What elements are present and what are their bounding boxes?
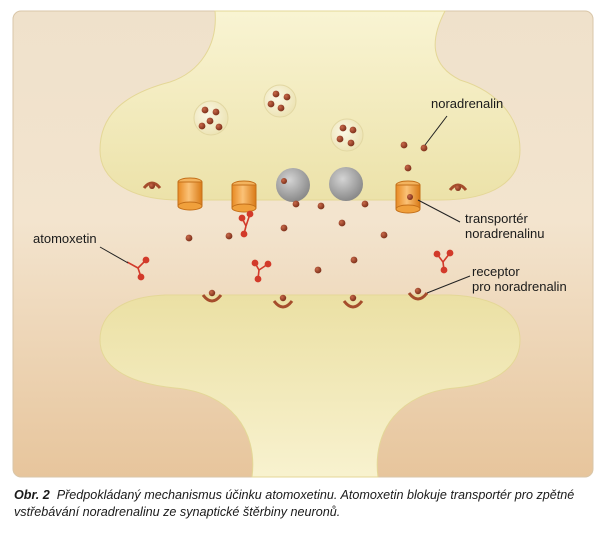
label-transporter-line2: noradrenalinu — [465, 226, 545, 241]
presynaptic-autoreceptor — [448, 183, 468, 191]
figure-number: Obr. 2 — [14, 488, 50, 502]
noradrenalin-molecule — [420, 144, 428, 152]
noradrenalin-leader-line — [424, 115, 448, 146]
postsynaptic-receptor — [272, 294, 294, 309]
noradrenalin-molecule — [400, 141, 408, 149]
noradrenalin-molecule — [380, 231, 388, 239]
vesicle — [193, 100, 229, 136]
vesicle — [330, 118, 364, 152]
postsynaptic-receptor — [201, 289, 223, 303]
postsynaptic-receptor — [342, 294, 364, 309]
noradrenalin-molecule — [225, 232, 233, 240]
postsynaptic-neuron — [99, 294, 521, 478]
label-atomoxetin: atomoxetin — [33, 231, 97, 246]
figure-caption: Obr. 2 Předpokládaný mechanismus účinku … — [14, 487, 596, 521]
receptor-leader-line — [426, 275, 471, 294]
atomoxetin-molecule — [433, 249, 454, 274]
noradrenalin-molecule — [317, 202, 325, 210]
fusing-vesicle — [276, 168, 310, 202]
vesicle — [263, 84, 297, 118]
presynaptic-autoreceptor — [142, 181, 162, 189]
noradrenalin-molecule — [404, 164, 412, 172]
transporter-leader-line — [417, 199, 461, 223]
atomoxetin-molecule — [238, 210, 254, 238]
presynaptic-neuron — [99, 10, 521, 201]
fusing-vesicle — [329, 167, 363, 201]
noradrenalin-transporter — [177, 177, 203, 211]
noradrenalin-molecule — [280, 224, 288, 232]
caption-text: Předpokládaný mechanismus účinku atomoxe… — [14, 488, 575, 519]
atomoxetin-leader-line — [99, 246, 129, 264]
postsynaptic-receptor — [407, 287, 429, 301]
noradrenalin-molecule — [314, 266, 322, 274]
label-receptor-line1: receptor — [472, 264, 520, 279]
noradrenalin-molecule — [350, 256, 358, 264]
noradrenalin-molecule — [338, 219, 346, 227]
label-noradrenalin: noradrenalin — [431, 96, 503, 111]
noradrenalin-molecule — [281, 178, 287, 184]
noradrenalin-transporter — [231, 180, 257, 213]
noradrenalin-transporter — [395, 180, 421, 214]
cleft-noradrenalin — [185, 200, 388, 274]
label-transporter-line1: transportér — [465, 211, 529, 226]
noradrenalin-molecule — [185, 234, 193, 242]
atomoxetin-molecule — [126, 256, 150, 281]
label-receptor-line2: pro noradrenalin — [472, 279, 567, 294]
atomoxetin-molecule — [251, 259, 272, 283]
noradrenalin-molecule — [361, 200, 369, 208]
noradrenalin-molecule — [292, 200, 300, 208]
